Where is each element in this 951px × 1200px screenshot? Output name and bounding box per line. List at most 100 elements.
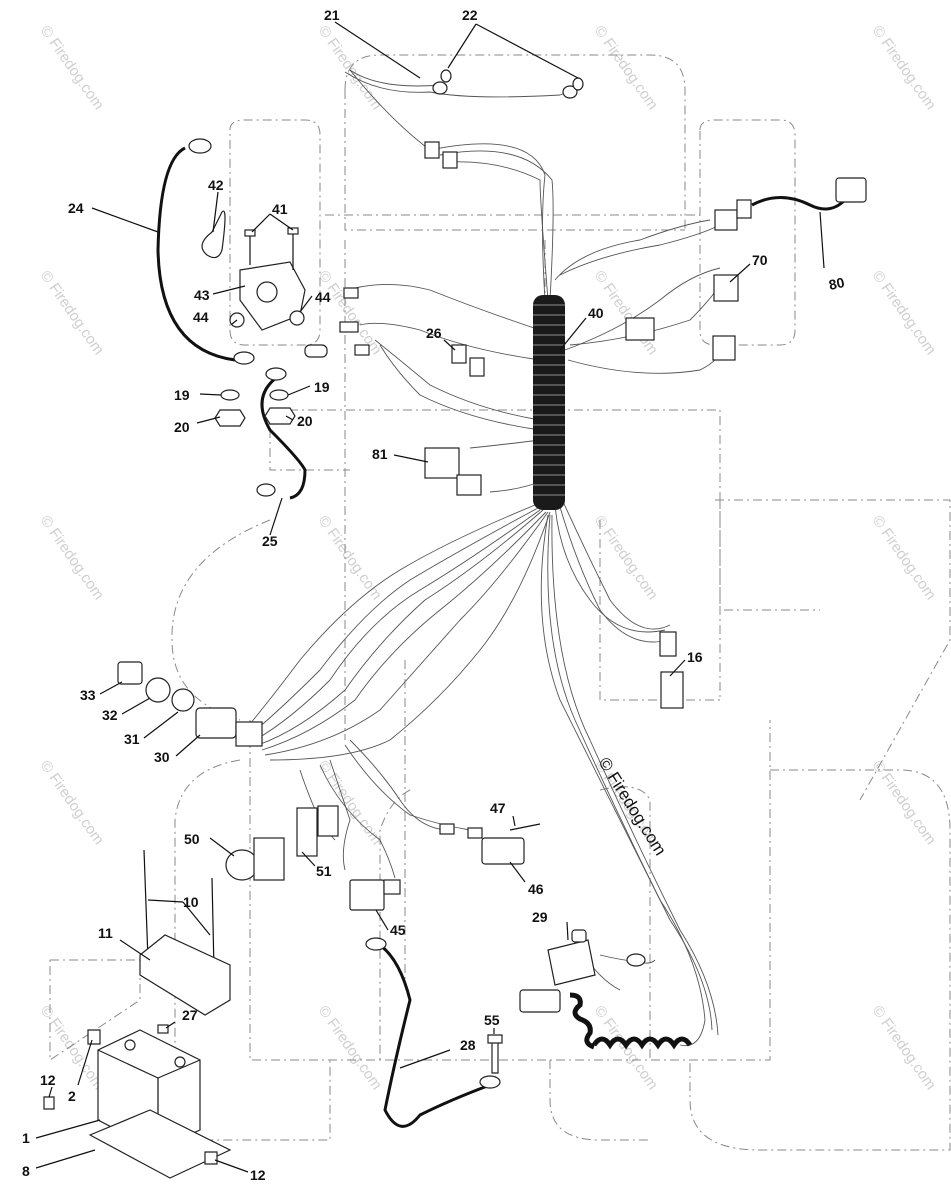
watermark-layer: © Firedog.com © Firedog.com © Firedog.co…	[37, 23, 939, 1094]
watermark: © Firedog.com	[37, 23, 107, 114]
module-45	[349, 879, 385, 911]
hold-down-rod-10	[143, 849, 149, 961]
callout-45: 45	[390, 922, 406, 938]
callout-12-bottom: 12	[250, 1167, 266, 1183]
watermark: © Firedog.com	[591, 23, 661, 114]
bulb-22	[440, 69, 452, 83]
callout-81: 81	[372, 446, 388, 462]
clip-12	[204, 1151, 218, 1165]
callout-11: 11	[98, 925, 113, 941]
callout-31: 31	[124, 731, 140, 747]
callout-21: 21	[324, 7, 340, 23]
key-33	[117, 661, 143, 685]
bolt-2	[87, 1029, 101, 1045]
callout-40: 40	[588, 305, 604, 321]
leader-lines	[35, 21, 825, 1173]
callout-12-top: 12	[40, 1072, 56, 1088]
callout-26: 26	[426, 325, 442, 341]
connector	[424, 141, 440, 159]
seat-switch-29	[547, 939, 596, 986]
callout-33: 33	[80, 687, 96, 703]
cable-28	[379, 943, 491, 1128]
watermark: © Firedog.com	[315, 1003, 385, 1094]
washer-19	[220, 389, 240, 401]
connector-51	[296, 807, 318, 857]
watermark: © Firedog.com	[869, 23, 939, 114]
clip-12	[43, 1096, 55, 1110]
switch-50	[253, 837, 285, 881]
callout-27: 27	[182, 1007, 198, 1023]
connector-70	[713, 274, 739, 302]
connector-16	[660, 671, 684, 709]
callout-47: 47	[490, 800, 506, 816]
watermark: © Firedog.com	[37, 513, 107, 604]
callout-44-left: 44	[193, 309, 209, 325]
callout-51: 51	[316, 863, 332, 879]
hour-meter-46	[481, 837, 525, 865]
callout-50: 50	[184, 831, 200, 847]
watermark: © Firedog.com	[591, 513, 661, 604]
headlight-bulb	[562, 85, 578, 99]
callout-25: 25	[262, 533, 278, 549]
callout-44-right: 44	[315, 289, 331, 305]
callout-1: 1	[22, 1130, 30, 1146]
nut-44	[289, 310, 305, 326]
wire-harness	[244, 69, 726, 1047]
cable-25	[260, 373, 307, 500]
callout-29: 29	[532, 909, 548, 925]
watermark: © Firedog.com	[869, 268, 939, 359]
watermark: © Firedog.com	[37, 758, 107, 849]
callout-2: 2	[68, 1088, 76, 1104]
callout-80: 80	[827, 274, 846, 293]
callout-16: 16	[687, 649, 703, 665]
callout-32: 32	[102, 707, 118, 723]
bulb-22	[572, 77, 584, 91]
nut-20	[264, 407, 296, 425]
callout-70: 70	[752, 252, 768, 268]
heavy-cables	[156, 146, 847, 1128]
bezel-32	[145, 677, 171, 703]
callout-46: 46	[528, 881, 544, 897]
tractor-outline	[49, 54, 951, 1151]
callout-20-right: 20	[297, 413, 313, 429]
watermark: © Firedog.com	[869, 1003, 939, 1094]
watermark: © Firedog.com	[315, 513, 385, 604]
callout-8: 8	[22, 1163, 30, 1179]
ignition-switch-30	[195, 707, 237, 739]
watermark: © Firedog.com	[37, 268, 107, 359]
relay-81	[424, 447, 460, 479]
coiled-cord	[569, 992, 693, 1050]
watermark: © Firedog.com	[869, 513, 939, 604]
nut-31	[171, 688, 195, 712]
cable-80	[751, 196, 847, 211]
wire-loom-40	[533, 295, 565, 510]
callout-28: 28	[460, 1037, 476, 1053]
components	[43, 69, 867, 1179]
callout-42: 42	[208, 177, 224, 193]
callout-labels: 21 22 24 42 41 43 44 44 19 19 20 20 25 2…	[22, 7, 846, 1183]
callout-30: 30	[154, 749, 170, 765]
fuse-26	[451, 344, 467, 364]
terminal-cover-42	[201, 210, 226, 259]
hold-down-bracket-11	[139, 934, 231, 1016]
callout-55: 55	[484, 1012, 500, 1028]
connector-80	[835, 177, 867, 203]
nut-20	[214, 409, 246, 427]
callout-19-left: 19	[174, 387, 190, 403]
callout-19-right: 19	[314, 379, 330, 395]
watermark: © Firedog.com	[869, 758, 939, 849]
headlight-bulb	[432, 81, 448, 95]
callout-22: 22	[462, 7, 478, 23]
callout-20-left: 20	[174, 419, 190, 435]
switch-knob-50	[225, 849, 259, 881]
watermark: © Firedog.com	[315, 268, 385, 359]
callout-43: 43	[194, 287, 210, 303]
hold-down-rod-10	[211, 877, 215, 971]
callout-10: 10	[183, 894, 199, 910]
battery-tray-8	[88, 1109, 232, 1179]
connector	[442, 151, 458, 169]
washer-19	[269, 389, 289, 401]
bolt-55	[487, 1034, 503, 1074]
cable-24	[156, 146, 236, 362]
